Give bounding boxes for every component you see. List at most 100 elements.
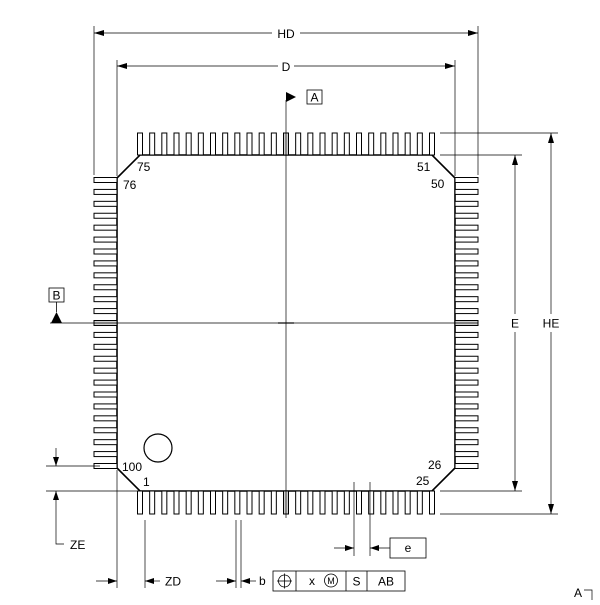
pin-lead-top [270,132,277,156]
pin-lead-top [295,132,302,156]
pin-lead-bottom [234,490,241,515]
e-arrow-bottom [512,481,518,491]
pin-lead-top [392,132,399,156]
corner-label: A [574,586,582,600]
pin-lead-top [343,132,350,156]
pin-lead-top [319,132,326,156]
pin-lead-bottom [222,490,229,515]
pin-number-75: 75 [137,160,151,174]
datum-a-arrow [286,92,296,102]
pin-lead-top [173,132,180,156]
pin-lead-left [93,427,118,434]
pin-lead-bottom [331,490,338,515]
pin-lead-bottom [137,490,143,515]
pin-lead-left [93,391,118,398]
pin-number-100: 100 [122,460,142,474]
pin-lead-left [93,343,118,350]
pin-lead-left [93,188,118,195]
b-arrow-left [227,578,236,584]
pin-lead-left [93,224,118,231]
pin-lead-right [454,177,479,183]
e-pitch-arrow-left [345,545,354,551]
pin-lead-left [93,451,118,458]
e-pitch-box [389,537,427,559]
pin-lead-bottom [416,490,423,515]
pin-lead-right [454,343,479,350]
pin-number-76: 76 [123,178,137,192]
pin-lead-left [93,177,118,183]
he-arrow-bottom [548,504,554,514]
tolerance-x-label: x [309,574,315,588]
pin-lead-right [454,415,479,422]
datum-b-arrow [51,312,62,323]
pin-lead-left [93,355,118,362]
pin-lead-right [454,439,479,446]
pin-lead-right [454,200,479,207]
pin-lead-bottom [295,490,302,515]
pin-lead-left [93,439,118,446]
pin-lead-right [454,403,479,410]
pin-lead-left [93,367,118,374]
zd-label: ZD [165,575,181,589]
pin-lead-top [368,132,375,156]
pin-lead-right [454,248,479,255]
pin-lead-left [93,272,118,279]
pin-lead-top [197,132,204,156]
pin-number-1: 1 [143,475,150,489]
pin-lead-bottom [149,490,156,515]
zd-arrow-left [108,578,117,584]
pin-lead-right [454,355,479,362]
pin-lead-bottom [307,490,314,515]
pin-lead-right [454,284,479,291]
pin-lead-right [454,188,479,195]
datum-b-label: B [52,289,60,303]
pin-lead-right [454,224,479,231]
d-label: D [282,60,291,74]
pin-lead-top [416,132,423,156]
pin-lead-bottom [258,490,265,515]
pin-lead-bottom [429,490,435,515]
he-arrow-top [548,133,554,143]
pin-lead-bottom [161,490,168,515]
e-pitch-label: e [405,541,412,555]
pin-lead-right [454,212,479,219]
pins-top-row [137,132,435,156]
pin-lead-bottom [246,490,253,515]
pin-lead-bottom [197,490,204,515]
pin-lead-right [454,463,479,469]
pin-lead-top [404,132,411,156]
e-arrow-top [512,155,518,165]
pin-lead-top [246,132,253,156]
he-label: HE [543,317,560,331]
pin-lead-top [185,132,192,156]
pin-lead-top [307,132,314,156]
pin-lead-right [454,331,479,338]
pin-lead-left [93,284,118,291]
pin-lead-bottom [270,490,277,515]
pin-lead-right [454,451,479,458]
pin-lead-right [454,272,479,279]
hd-label: HD [277,27,295,41]
ze-leader [55,491,64,545]
datum-a-box [306,89,323,105]
pin-lead-bottom [356,490,362,515]
corner-label-mark [584,589,593,600]
pin-lead-bottom [185,490,192,515]
pin-lead-left [93,379,118,386]
pin-lead-top [222,132,229,156]
pin-lead-bottom [380,490,387,515]
pin-number-50: 50 [431,177,445,191]
e-label: E [511,317,519,331]
pin-lead-top [210,132,216,156]
pin-lead-right [454,296,479,303]
pin-lead-left [93,200,118,207]
pin-lead-bottom [173,490,180,515]
pin-lead-bottom [319,490,326,515]
pin-lead-left [93,296,118,303]
pin-lead-top [331,132,338,156]
pin-lead-left [93,308,118,315]
pin-number-25: 25 [416,474,430,488]
datum-a-label: A [310,91,318,105]
